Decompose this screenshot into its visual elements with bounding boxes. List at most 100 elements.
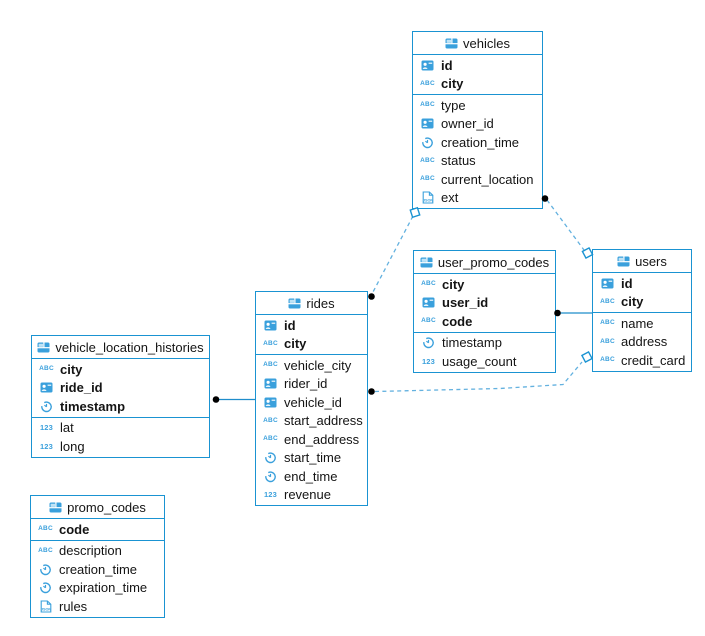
table-header[interactable]: vehicle_location_histories: [32, 336, 209, 359]
table-header[interactable]: users: [593, 250, 691, 273]
column-name: ride_id: [60, 380, 103, 396]
column-timestamp[interactable]: timestamp: [32, 397, 209, 416]
number-type-icon: 123: [39, 441, 54, 451]
column-timestamp[interactable]: timestamp: [414, 334, 555, 353]
column-name: user_id: [442, 295, 489, 311]
column-name: end_address: [284, 431, 360, 447]
json-type-icon: JSON: [36, 600, 55, 613]
svg-text:JSON: JSON: [422, 199, 433, 203]
table-icon: [445, 38, 458, 48]
column-vehicle_id[interactable]: vehicle_id: [256, 393, 367, 412]
number-type-icon: 123: [263, 490, 278, 499]
column-status[interactable]: ABC status: [413, 152, 542, 171]
column-name: lat: [60, 420, 74, 436]
column-current_location[interactable]: ABC current_location: [413, 170, 542, 189]
column-code[interactable]: ABC code: [31, 520, 164, 539]
string-type-icon: ABC: [420, 156, 435, 164]
id-type-icon: [37, 382, 56, 393]
relation-vehicles-users-line: [546, 199, 585, 251]
column-name: status: [441, 153, 476, 169]
id-type-icon: [418, 118, 437, 129]
timestamp-type-icon: [261, 470, 280, 483]
table-header[interactable]: rides: [256, 292, 367, 315]
column-id[interactable]: id: [256, 316, 367, 335]
svg-text:JSON: JSON: [40, 607, 51, 611]
table-name: user_promo_codes: [437, 254, 550, 270]
column-name: city: [60, 361, 83, 377]
table-icon: [49, 502, 62, 512]
column-rider_id[interactable]: rider_id: [256, 375, 367, 394]
column-name: city: [621, 294, 644, 310]
column-id[interactable]: id: [413, 56, 542, 75]
table-icon: [37, 342, 50, 352]
string-type-icon: ABC: [38, 525, 53, 532]
column-name: vehicle_city: [284, 357, 352, 373]
table-name: promo_codes: [67, 499, 146, 515]
table-icon: [617, 256, 630, 266]
table-icon: [420, 257, 433, 267]
column-creation_time[interactable]: creation_time: [413, 133, 542, 152]
column-end_time[interactable]: end_time: [256, 467, 367, 486]
table-name: users: [635, 253, 667, 269]
column-name: code: [59, 521, 90, 537]
id-type-icon: [261, 397, 280, 408]
relation-rides-vehicles-dot-marker: [368, 293, 375, 300]
column-name[interactable]: ABC name: [593, 314, 691, 333]
column-name: name: [621, 315, 654, 331]
column-owner_id[interactable]: owner_id: [413, 115, 542, 134]
json-type-icon: JSON: [418, 191, 437, 204]
column-user_id[interactable]: user_id: [414, 294, 555, 313]
relation-vehicle_location_histories-rides-dot-marker: [212, 396, 220, 403]
column-creation_time[interactable]: creation_time: [31, 560, 164, 579]
table-header[interactable]: vehicles: [413, 32, 542, 55]
column-name: id: [441, 57, 453, 73]
column-name: current_location: [441, 171, 534, 187]
column-start_time[interactable]: start_time: [256, 449, 367, 468]
column-ride_id[interactable]: ride_id: [32, 379, 209, 398]
table-header[interactable]: promo_codes: [31, 496, 164, 519]
column-id[interactable]: id: [593, 274, 691, 293]
id-type-icon: [418, 60, 437, 71]
column-name: rider_id: [284, 376, 328, 392]
column-name: credit_card: [621, 352, 686, 368]
string-type-icon: ABC: [600, 319, 615, 326]
column-name: description: [59, 543, 122, 559]
table-header[interactable]: user_promo_codes: [414, 251, 555, 274]
column-name: id: [621, 275, 633, 291]
string-type-icon: ABC: [420, 101, 435, 108]
string-type-icon: ABC: [420, 175, 435, 182]
relation-rides-users-dot-marker: [368, 388, 375, 395]
table-icon: [288, 298, 301, 308]
column-expiration_time[interactable]: expiration_time: [31, 579, 164, 598]
column-name: timestamp: [60, 398, 126, 414]
relation-rides-vehicles-line: [372, 215, 414, 293]
